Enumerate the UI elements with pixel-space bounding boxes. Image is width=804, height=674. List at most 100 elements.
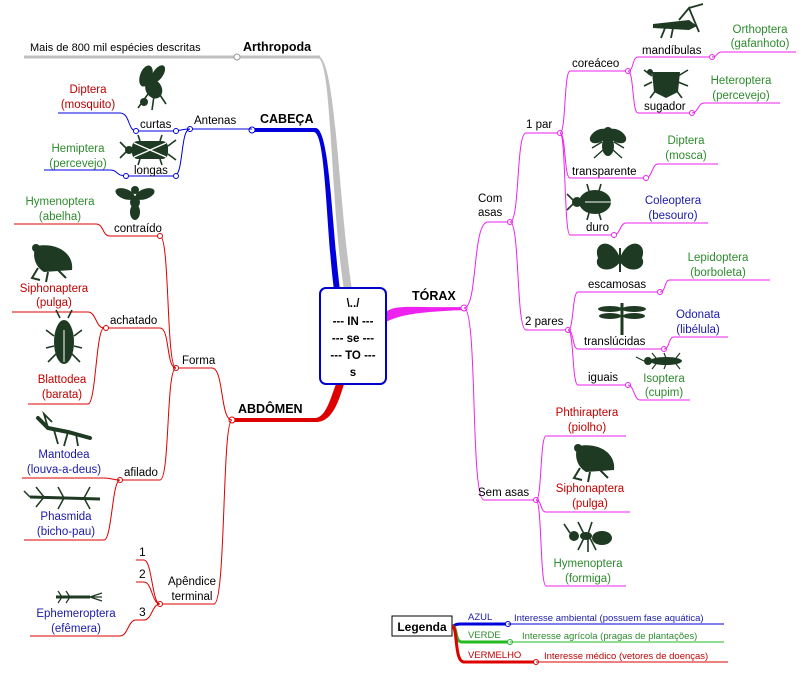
coleoptera-line	[613, 222, 708, 236]
sugador-line	[627, 70, 692, 114]
beetle-icon	[566, 183, 611, 221]
sem-asas-line	[463, 307, 536, 501]
curtas-label: curtas	[140, 119, 172, 131]
legend-azul-desc: Interesse ambiental (possuem fase aquáti…	[514, 613, 704, 624]
antenas-label: Antenas	[194, 115, 236, 127]
hemiptera-line	[44, 169, 127, 177]
legend-vermelho-label: VERMELHO	[468, 650, 521, 661]
dois-pares-line	[509, 221, 568, 331]
contraido-label: contraído	[114, 223, 162, 235]
legend-verde-label: VERDE	[468, 630, 501, 641]
legend-title: Legenda	[397, 620, 447, 634]
ephemeroptera-order: Ephemeroptera	[36, 608, 116, 620]
apendice-line	[160, 419, 233, 605]
curtas-node	[173, 128, 179, 134]
bedbug-icon	[119, 134, 177, 166]
ephemeroptera-common: (efêmera)	[51, 623, 101, 635]
head-title: CABEÇA	[260, 112, 313, 126]
diptera-mosquito-node	[133, 128, 139, 134]
phthiraptera-order: Phthiraptera	[556, 407, 619, 419]
abdomen-title: ABDÔMEN	[238, 401, 303, 416]
sem-asas-label: Sem asas	[478, 487, 529, 499]
legend-azul-label: AZUL	[468, 612, 492, 623]
mandibulas-line	[627, 56, 712, 72]
n1-line	[136, 559, 161, 605]
mantis-icon	[36, 410, 92, 447]
root-box	[319, 287, 387, 385]
transparente-node	[643, 175, 649, 181]
head-branch	[252, 128, 340, 290]
species-count-label: Mais de 800 mil espécies descritas	[30, 42, 201, 54]
phasmida-order: Phasmida	[40, 511, 92, 523]
odonata-line	[663, 336, 728, 350]
mosquito-icon	[137, 65, 167, 111]
hymenoptera-formiga-common: (formiga)	[565, 573, 611, 585]
orthoptera-order: Orthoptera	[733, 24, 789, 36]
duro-label: duro	[586, 222, 609, 234]
mandibulas-label: mandíbulas	[642, 45, 702, 57]
blattodea-common: (barata)	[42, 389, 82, 401]
isoptera-line	[627, 384, 690, 401]
root-line-1: \../	[347, 298, 361, 310]
afilado-line	[120, 367, 177, 481]
apendice-label-2: terminal	[172, 591, 213, 603]
legend-verde-desc: Interesse agrícola (pragas de plantações…	[522, 631, 697, 642]
ephemeroptera-line	[30, 619, 137, 637]
hymenoptera-abelha-order: Hymenoptera	[25, 196, 95, 208]
siphonaptera-abd-common: (pulga)	[36, 297, 72, 309]
diptera-mosca-common: (mosca)	[665, 150, 707, 162]
root-line-3: --- se ---	[332, 333, 374, 345]
root-line-5: s	[350, 367, 356, 379]
heteroptera-order: Heteroptera	[711, 75, 772, 87]
com-asas-line	[463, 221, 510, 309]
phasmida-common: (bicho-pau)	[37, 526, 95, 538]
thorax-branch	[386, 306, 464, 322]
blattodea-line	[28, 327, 105, 405]
hemiptera-order: Hemiptera	[51, 143, 105, 155]
hemiptera-common: (percevejo)	[49, 158, 107, 170]
forma-label: Forma	[182, 355, 216, 367]
cockroach-icon	[45, 309, 83, 364]
translucidas-label: translúcidas	[584, 336, 646, 348]
hymenoptera-formiga-order: Hymenoptera	[553, 558, 623, 570]
sugador-label: sugador	[644, 101, 686, 113]
odonata-order: Odonata	[676, 309, 721, 321]
afilado-label: afilado	[124, 467, 158, 479]
legend-blue-line	[451, 622, 506, 628]
legend-vermelho-desc: Interesse médico (vetores de doenças)	[544, 651, 708, 662]
contraido-node	[157, 233, 163, 239]
contraido-line	[110, 235, 177, 369]
fly-icon	[589, 127, 627, 159]
phthiraptera-line	[535, 435, 626, 501]
siphonaptera-thx-line	[535, 499, 630, 513]
diptera-mosca-order: Diptera	[667, 135, 705, 147]
root-line-2: --- IN ---	[333, 316, 374, 328]
coreaceo-line	[559, 70, 628, 134]
phasmida-line	[24, 479, 121, 541]
um-par-line	[509, 132, 560, 223]
flea-icon	[30, 244, 73, 283]
hemiptera-node	[123, 173, 129, 179]
iguais-line	[567, 329, 628, 386]
n1-label: 1	[139, 545, 146, 559]
siphonaptera-thx-order: Siphonaptera	[556, 483, 625, 495]
mayfly-icon	[56, 590, 103, 604]
siphonaptera-abd-line	[12, 311, 105, 329]
um-par-label: 1 par	[526, 119, 552, 131]
legend-red-line	[450, 624, 534, 664]
hymenoptera-formiga-line	[535, 499, 626, 587]
orthoptera-common: (gafanhoto)	[731, 38, 790, 50]
longas-label: longas	[134, 165, 168, 177]
odonata-common: (libélula)	[676, 324, 720, 336]
blattodea-order: Blattodea	[38, 374, 87, 386]
isoptera-common: (cupim)	[645, 387, 684, 399]
flea-thorax-icon	[572, 444, 615, 483]
apendice-label-1: Apêndice	[168, 576, 216, 588]
lepidoptera-order: Lepidoptera	[688, 252, 749, 264]
root-line-4: --- TO ---	[330, 350, 375, 362]
duro-node	[611, 232, 617, 238]
isoptera-order: Isoptera	[643, 373, 685, 385]
stick-insect-icon	[23, 486, 101, 510]
hymenoptera-abelha-common: (abelha)	[39, 211, 81, 223]
phthiraptera-common: (piolho)	[568, 422, 607, 434]
